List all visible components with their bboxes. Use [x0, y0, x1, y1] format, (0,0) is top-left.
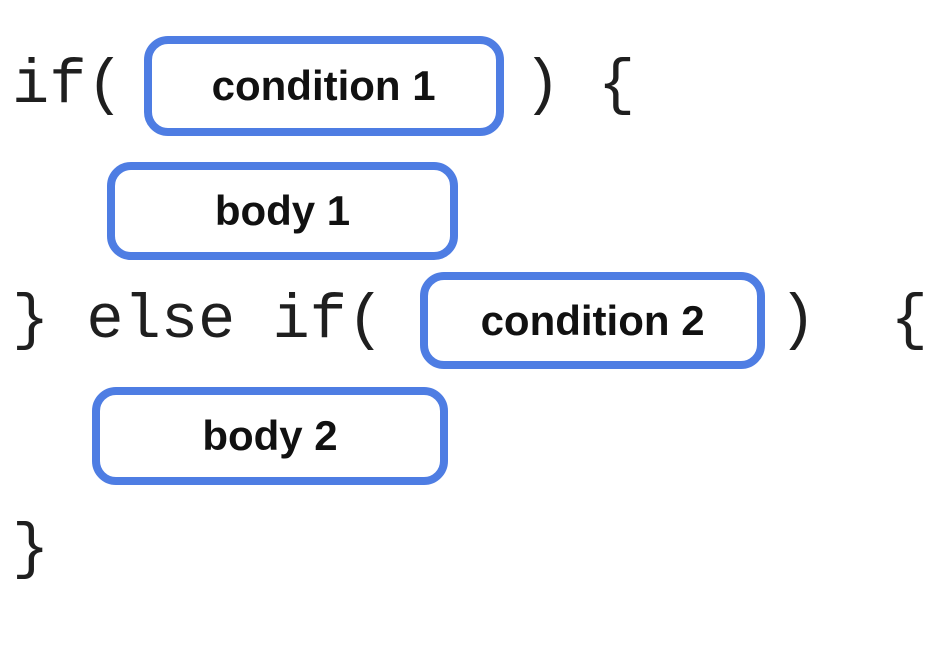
code-line-closing-brace: } [12, 505, 49, 595]
body-2-label: body 2 [202, 412, 338, 459]
code-else-if-close-brace-open: ) { [779, 284, 928, 356]
code-if-close-brace-open: ) { [523, 50, 636, 121]
condition-1-slot: condition 1 [143, 36, 504, 136]
condition-2-label: condition 2 [480, 296, 705, 344]
body-2-slot: body 2 [92, 387, 448, 485]
condition-2-slot: condition 2 [420, 272, 766, 369]
code-line-if: if( condition 1 ) { [12, 36, 635, 136]
body-1-slot: body 1 [107, 162, 458, 260]
code-closing-brace: } [12, 514, 50, 585]
code-line-body-1: body 1 [107, 162, 458, 260]
code-line-body-2: body 2 [92, 387, 448, 485]
body-1-label: body 1 [214, 187, 351, 234]
code-if-open: if( [12, 50, 124, 121]
code-else-if-open: } else if( [12, 284, 385, 356]
condition-1-label: condition 1 [211, 62, 436, 109]
code-line-else-if: } else if( condition 2 ) { [12, 272, 928, 369]
